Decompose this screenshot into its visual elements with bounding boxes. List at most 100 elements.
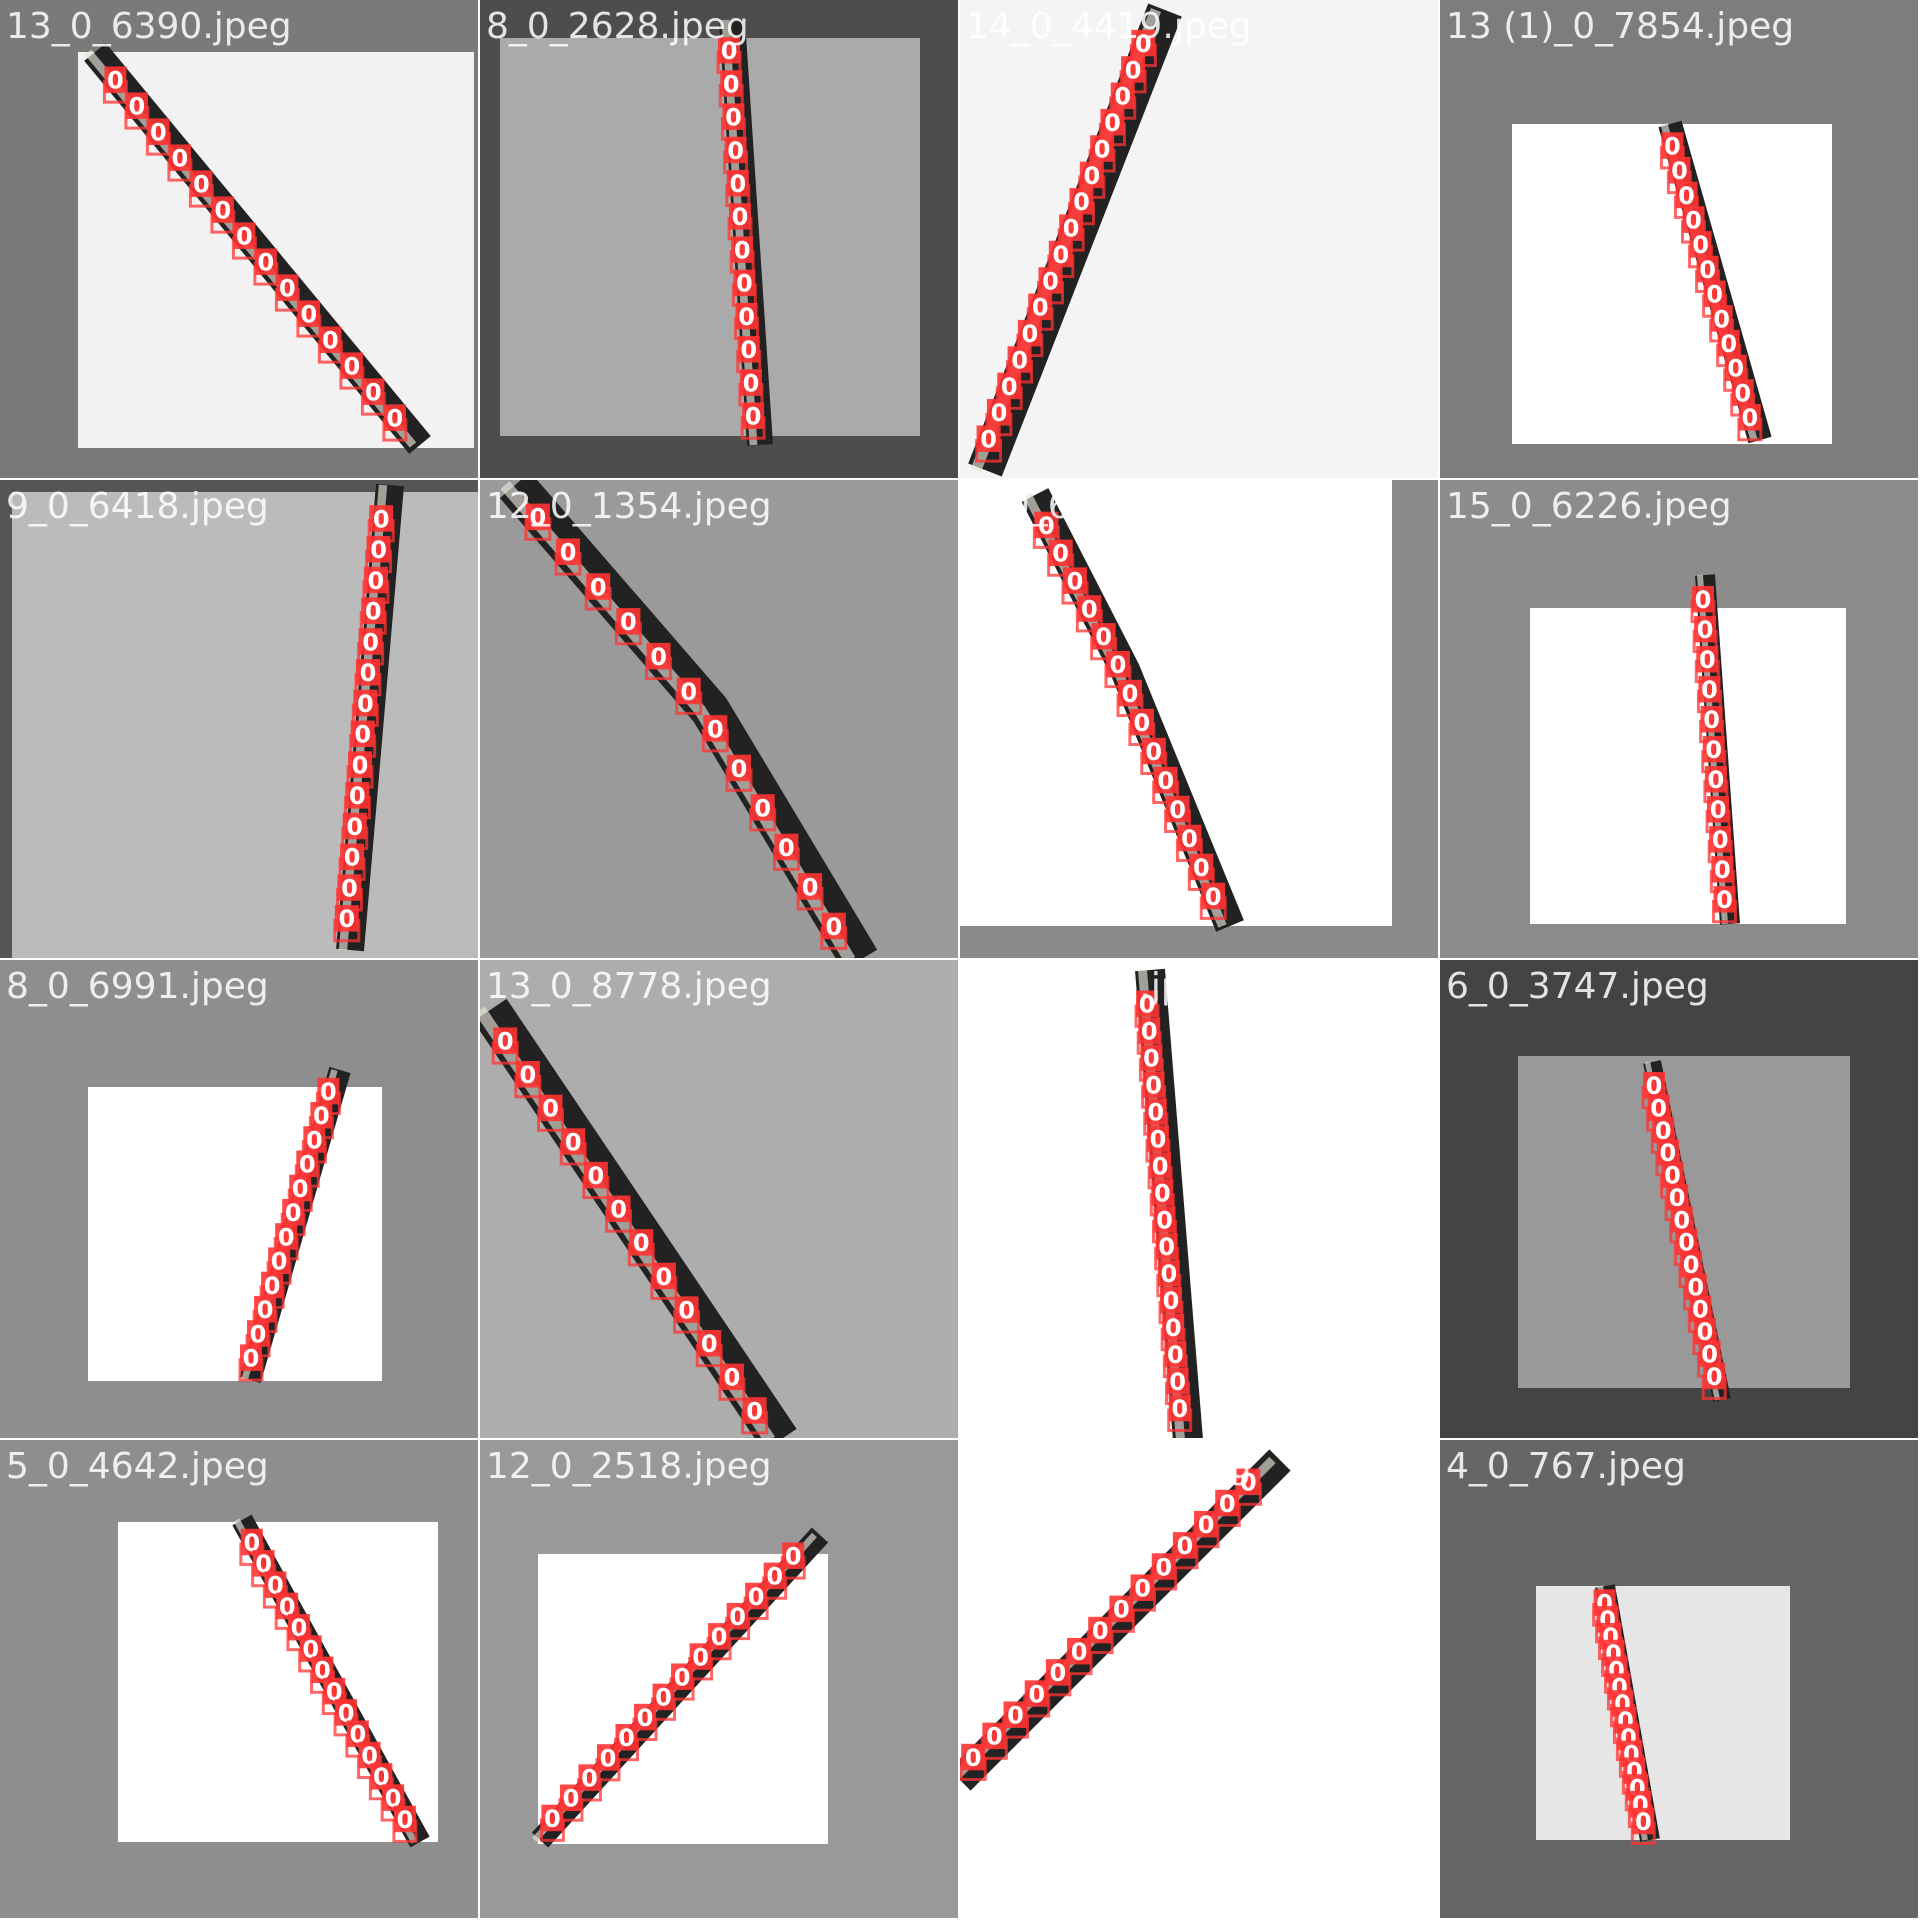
detection-box: 0 [1701, 1362, 1727, 1400]
box-class-label: 0 [361, 1742, 378, 1770]
box-class-label: 0 [1095, 623, 1112, 651]
box-class-label: 0 [338, 905, 355, 933]
box-class-label: 0 [1169, 796, 1186, 824]
box-class-label: 0 [590, 573, 607, 601]
detection-box: 0 [740, 402, 766, 440]
detection-box: 0 [960, 1743, 987, 1782]
box-class-label: 0 [618, 1724, 635, 1752]
detection-box: 0 [392, 1805, 418, 1843]
box-class-label: 0 [1177, 1532, 1194, 1560]
box-class-label: 0 [1720, 330, 1737, 358]
box-class-label: 0 [299, 1151, 316, 1179]
detection-box: 0 [1016, 319, 1044, 358]
box-class-label: 0 [1152, 1152, 1169, 1180]
tile-filename: 14_0_4419.jpeg [966, 6, 1252, 47]
box-class-label: 0 [1007, 1702, 1024, 1730]
detection-box: 0 [1160, 1313, 1186, 1352]
box-class-label: 0 [1655, 1117, 1672, 1145]
detection-box: 0 [1061, 567, 1089, 605]
box-class-label: 0 [314, 1657, 331, 1685]
photo-area [960, 0, 1438, 478]
box-class-label: 0 [724, 1364, 741, 1392]
box-class-label: 0 [656, 1263, 673, 1291]
box-class-label: 0 [1669, 1184, 1686, 1212]
detection-box: 0 [632, 1703, 658, 1742]
box-class-label: 0 [1650, 1095, 1667, 1123]
photo-area [1536, 1586, 1790, 1840]
box-class-label: 0 [267, 1571, 284, 1599]
detection-box: 0 [339, 352, 365, 390]
detection-box: 0 [1171, 1532, 1199, 1570]
detection-box: 0 [231, 222, 257, 260]
box-class-label: 0 [341, 874, 358, 902]
rail-bar [336, 483, 404, 952]
box-class-label: 0 [264, 1272, 281, 1300]
detection-box: 0 [333, 905, 361, 943]
detection-box: 0 [1707, 826, 1733, 864]
box-class-label: 0 [530, 504, 547, 532]
detection-box: 0 [669, 1663, 695, 1701]
detection-box: 0 [1119, 56, 1147, 94]
box-class-label: 0 [746, 1397, 763, 1425]
box-class-label: 0 [301, 301, 318, 329]
box-class-label: 0 [1712, 826, 1729, 854]
tile-filename: 12_0_2518.jpeg [486, 1446, 772, 1487]
box-class-label: 0 [1157, 767, 1174, 795]
box-class-label: 0 [1042, 267, 1059, 295]
detection-box: 0 [1703, 766, 1729, 804]
detection-box: 0 [1705, 796, 1731, 834]
box-class-label: 0 [1155, 1553, 1172, 1581]
box-class-label: 0 [542, 1095, 559, 1123]
box-class-label: 0 [1145, 738, 1162, 766]
box-class-label: 0 [732, 203, 749, 231]
box-class-label: 0 [1141, 1018, 1158, 1046]
box-class-label: 0 [215, 197, 232, 225]
box-class-label: 0 [1695, 586, 1712, 614]
box-class-label: 0 [766, 1563, 783, 1591]
box-class-label: 0 [650, 643, 667, 671]
box-class-label: 0 [1122, 680, 1139, 708]
detection-box: 0 [1057, 214, 1085, 252]
box-class-label: 0 [1160, 1260, 1177, 1288]
detection-box: 0 [514, 1061, 542, 1099]
detection-box: 0 [1156, 1260, 1182, 1298]
detection-box: 0 [524, 503, 552, 541]
detection-box: 0 [1138, 1044, 1164, 1082]
box-class-label: 0 [255, 1550, 272, 1578]
detection-box: 0 [274, 274, 300, 312]
box-class-label: 0 [1205, 883, 1222, 911]
box-class-label: 0 [1167, 1341, 1184, 1369]
tile-filename: 3_0_610.jpeg [966, 486, 1206, 527]
detection-box: 0 [380, 1784, 406, 1822]
box-class-label: 0 [373, 505, 390, 533]
detection-box: 0 [239, 1528, 265, 1566]
detection-box: 0 [1090, 623, 1118, 661]
box-class-label: 0 [302, 1635, 319, 1663]
box-class-label: 0 [1011, 346, 1028, 374]
detection-box: 0 [333, 1699, 359, 1737]
box-class-label: 0 [721, 37, 738, 65]
box-class-label: 0 [723, 70, 740, 98]
box-class-label: 0 [1660, 1139, 1677, 1167]
box-class-label: 0 [692, 1643, 709, 1671]
box-class-label: 0 [1063, 215, 1080, 243]
box-class-label: 0 [1135, 30, 1152, 58]
photo-area [960, 960, 1438, 1438]
box-class-label: 0 [734, 236, 751, 264]
box-class-label: 0 [1169, 1368, 1186, 1396]
detection-box: 0 [1143, 1098, 1169, 1136]
box-class-label: 0 [1219, 1490, 1236, 1518]
tile-filename: 13 (1)_0_7854.jpeg [1446, 6, 1794, 47]
box-class-label: 0 [365, 379, 382, 407]
detection-box: 0 [738, 369, 764, 407]
detection-box: 0 [1630, 1807, 1656, 1845]
detection-box: 0 [688, 1643, 714, 1681]
detection-box: 0 [1047, 240, 1075, 278]
detection-box: 0 [335, 874, 363, 912]
detection-box: 0 [741, 1397, 769, 1435]
detection-box: 0 [362, 566, 390, 604]
box-class-label: 0 [1699, 256, 1716, 284]
box-class-label: 0 [1697, 616, 1714, 644]
